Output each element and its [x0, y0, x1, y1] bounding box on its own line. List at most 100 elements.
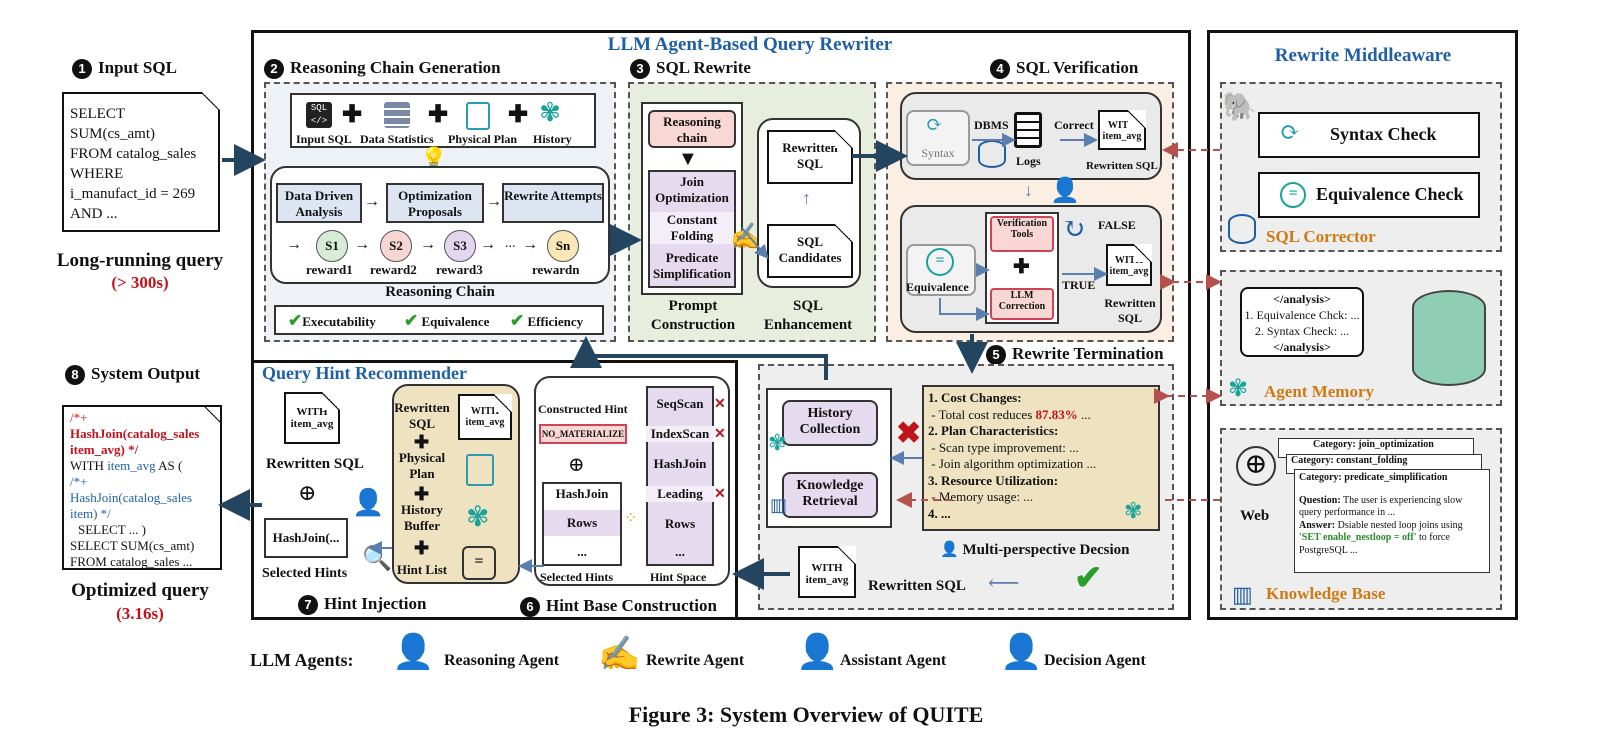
rewritten-sql-doc: Rewritten SQL — [767, 130, 853, 184]
middleware-title: Rewrite Middleaware — [1274, 45, 1452, 66]
check-efficiency: ✔ Efficiency — [510, 311, 584, 330]
memory-bubble: </analysis>1. Equivalence Chck: ...2. Sy… — [1240, 287, 1364, 357]
sel-ellipsis: ... — [577, 544, 587, 559]
arrow-candidates — [741, 227, 769, 260]
legend-decision: Decision Agent — [1044, 652, 1146, 669]
history-collection: History Collection — [782, 400, 878, 446]
kb-label: Knowledge Base — [1266, 584, 1386, 603]
buffer-with-doc: WITH item_avg — [458, 394, 512, 440]
logs-label: Logs — [1016, 154, 1041, 168]
knowledge-retrieval: Knowledge Retrieval — [782, 472, 878, 518]
plus-icon: ✚ — [414, 538, 430, 558]
plus-icon: ✚ — [414, 484, 430, 504]
brain-icon: ✾ — [768, 430, 787, 455]
history-lbl: History — [533, 132, 572, 146]
plus-icon: ✚ — [342, 102, 363, 128]
dbms-label: DBMS — [974, 118, 1009, 132]
selected-hints-label: Selected Hints — [262, 566, 348, 581]
input-sql-lbl: Input SQL — [296, 132, 352, 146]
decision-agent-icon: 👤 — [1000, 634, 1043, 671]
optimized-label: Optimized query — [71, 580, 209, 601]
middleware-frame — [1207, 30, 1518, 620]
accept-icon: ✔ — [1074, 560, 1103, 597]
figure-caption: Figure 3: System Overview of QUITE — [628, 702, 984, 727]
stage-data-driven: Data Driven Analysis — [276, 183, 362, 223]
hint-space-label: Hint Space — [650, 570, 707, 584]
physical-plan-icon — [466, 454, 494, 486]
syntax-check-box: Syntax Check — [1258, 112, 1480, 158]
syntax-icon: ⟳ — [1280, 120, 1301, 146]
data-statistics-icon — [384, 102, 410, 128]
reasoning-inputs — [290, 93, 596, 148]
hint-title: Query Hint Recommender — [262, 363, 467, 383]
plus-icon: ✚ — [508, 102, 529, 128]
legend-reasoning: Reasoning Agent — [444, 652, 560, 669]
space-leading: Leading — [646, 486, 714, 502]
term-with-doc: WITH item_avg — [798, 546, 856, 598]
memory-db-icon — [1412, 290, 1486, 386]
oplus-icon: ⊕ — [568, 454, 585, 476]
brain-icon: ✾ — [539, 98, 561, 127]
reward-label: reward1 — [306, 262, 353, 277]
plus-icon: ✚ — [414, 432, 430, 452]
kb-card-3: Category: predicate_simplification Quest… — [1294, 469, 1490, 573]
syntax-box: Syntax — [906, 110, 970, 166]
hint-with-doc: WITH item_avg — [284, 392, 340, 444]
prompt-constant: Constant Folding — [650, 212, 734, 244]
assistant-agent-icon: 👤 — [796, 634, 839, 671]
arrow-icon: → — [522, 236, 538, 253]
space-rows: Rows — [664, 516, 696, 531]
verify-rewritten-2: Rewritten SQL — [1104, 296, 1156, 325]
phys-plan-lbl: Physical Plan — [448, 132, 518, 146]
cross-icon: ✕ — [714, 487, 726, 502]
reject-icon: ✖ — [896, 417, 922, 450]
books-icon: ▥ — [770, 495, 788, 515]
chain-node: S1 — [316, 230, 348, 262]
enh-label: SQL Enhancement — [763, 298, 853, 333]
arrow-icon: → — [286, 236, 302, 253]
sel-rows: Rows — [544, 510, 620, 536]
with-doc-2: WITH item_avg — [1106, 244, 1152, 286]
decision-agent-icon: 👤 — [940, 542, 959, 558]
buffer-history: History Buffer — [401, 502, 443, 533]
decision-panel: 1. Cost Changes: - Total cost reduces 87… — [922, 385, 1160, 531]
reasoning-agent-icon: 👤 — [392, 634, 435, 671]
arrow-icon: → — [420, 236, 436, 253]
equivalence-label: Equivalence — [906, 280, 969, 294]
agent-memory-label: Agent Memory — [1264, 382, 1374, 401]
sel-hashjoin: HashJoin — [555, 486, 609, 501]
constructed-hint-label: Constructed Hint — [538, 402, 628, 416]
arrow-down-icon: ↓ — [1024, 180, 1033, 200]
equivalence-icon: = — [1280, 182, 1306, 208]
input-time: (> 300s) — [111, 273, 169, 292]
check-executability: ✔Executability — [288, 311, 376, 330]
buffer-physical: Physical Plan — [398, 450, 446, 481]
assistant-agent-icon: 👤 — [352, 488, 385, 517]
false-label: FALSE — [1098, 218, 1136, 232]
prompt-join: Join Optimization — [655, 174, 729, 205]
sql-corrector-label: SQL Corrector — [1266, 227, 1376, 246]
cross-icon: ✕ — [714, 427, 726, 442]
data-stat-lbl: Data Statistics — [360, 132, 434, 146]
arrow-up-icon: ↑ — [802, 188, 811, 208]
prompt-label: Prompt Construction — [650, 298, 736, 333]
funnel-icon: ▼ — [678, 148, 698, 170]
syntax-icon: ⟳ — [926, 114, 943, 136]
arrow-icon: → — [480, 236, 496, 253]
chain-node: S2 — [380, 230, 412, 262]
llm-correction: LLM Correction — [990, 288, 1054, 320]
equiv-check-box: Equivalence Check — [1258, 172, 1480, 218]
legend-assistant: Assistant Agent — [840, 652, 947, 669]
chain-node: S3 — [444, 230, 476, 262]
legend-title: LLM Agents: — [250, 650, 354, 670]
long-running-label: Long-running query — [56, 250, 224, 271]
term-rewritten: Rewritten SQL — [868, 578, 966, 594]
